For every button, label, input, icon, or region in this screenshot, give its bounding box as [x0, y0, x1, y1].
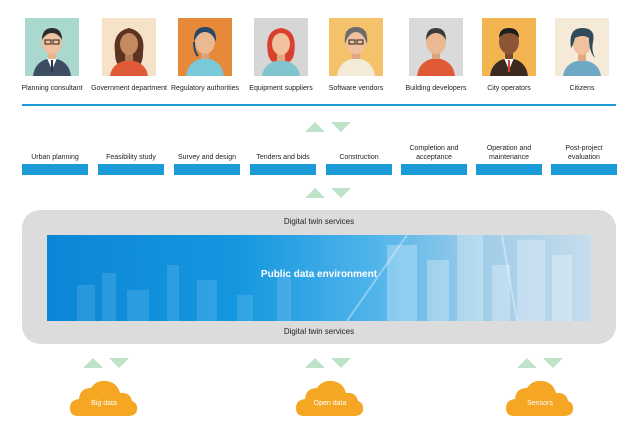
- stakeholder-government-department: Government department: [91, 18, 167, 93]
- arrow-up-icon: [517, 358, 537, 368]
- city-operators-avatar-icon: [482, 18, 536, 76]
- public-data-environment-title: Public data environment: [260, 269, 378, 280]
- services-bottom-label: Digital twin services: [283, 327, 355, 336]
- phase-post-project-evaluation: Post-project evaluation: [551, 142, 617, 175]
- planning-consultant-avatar-icon: [25, 18, 79, 76]
- phase-bar: [401, 164, 467, 175]
- citizens-avatar-icon: [555, 18, 609, 76]
- arrow-up-icon: [83, 358, 103, 368]
- flow-arrows-middle: [305, 186, 353, 198]
- phase-urban-planning: Urban planning: [22, 142, 88, 175]
- phase-tenders-and-bids: Tenders and bids: [250, 142, 316, 175]
- stakeholder-label: Building developers: [405, 85, 467, 92]
- phase-label: Tenders and bids: [256, 154, 310, 161]
- stakeholder-citizens: Citizens: [544, 18, 620, 93]
- stakeholder-equipment-suppliers: Equipment suppliers: [243, 18, 319, 93]
- arrow-down-icon: [109, 358, 129, 368]
- phase-label: Post-project evaluation: [565, 145, 603, 161]
- public-data-environment: Public data environment: [47, 235, 591, 321]
- big-data-cloud: Big data: [70, 378, 138, 418]
- flow-arrows-big-data: [83, 356, 131, 368]
- phase-bar: [476, 164, 542, 175]
- stakeholder-label: Equipment suppliers: [249, 85, 313, 92]
- stakeholder-label: Software vendors: [328, 85, 384, 92]
- cloud-icon: [506, 380, 574, 416]
- phase-bar: [551, 164, 617, 175]
- city-aerial-image: [77, 235, 572, 321]
- phase-label: Survey and design: [178, 154, 236, 161]
- stakeholder-building-developers: Building developers: [398, 18, 474, 93]
- arrow-up-icon: [305, 188, 325, 198]
- software-vendors-avatar-icon: [329, 18, 383, 76]
- big-data-label: Big data: [91, 400, 117, 407]
- flow-arrows-open-data: [305, 356, 353, 368]
- equipment-suppliers-avatar-icon: [254, 18, 308, 76]
- open-data-cloud: Open data: [296, 378, 364, 418]
- cloud-icon: [296, 380, 364, 416]
- services-top-label: Digital twin services: [283, 217, 355, 226]
- stakeholder-city-operators: City operators: [471, 18, 547, 93]
- stakeholder-label: Citizens: [569, 85, 595, 92]
- phase-bar: [98, 164, 164, 175]
- phase-label: Completion and acceptance: [409, 145, 459, 161]
- cloud-icon: [70, 380, 138, 416]
- stakeholder-planning-consultant: Planning consultant: [14, 18, 90, 93]
- stakeholder-label: Government department: [91, 85, 167, 92]
- sensors-label: Sensors: [527, 400, 553, 407]
- arrow-up-icon: [305, 358, 325, 368]
- phase-construction: Construction: [326, 142, 392, 175]
- stakeholders-divider: [22, 104, 616, 106]
- building-developers-avatar-icon: [409, 18, 463, 76]
- stakeholder-software-vendors: Software vendors: [318, 18, 394, 93]
- arrow-down-icon: [331, 358, 351, 368]
- phase-feasibility-study: Feasibility study: [98, 142, 164, 175]
- arrow-down-icon: [543, 358, 563, 368]
- phase-label: Urban planning: [31, 154, 79, 161]
- phase-label: Construction: [339, 154, 379, 161]
- phase-label: Feasibility study: [106, 154, 156, 161]
- arrow-down-icon: [331, 122, 351, 132]
- arrow-down-icon: [331, 188, 351, 198]
- regulatory-authorities-avatar-icon: [178, 18, 232, 76]
- phase-bar: [326, 164, 392, 175]
- government-department-avatar-icon: [102, 18, 156, 76]
- sensors-cloud: Sensors: [506, 378, 574, 418]
- phase-bar: [22, 164, 88, 175]
- stakeholder-label: City operators: [487, 85, 531, 92]
- flow-arrows-top: [305, 120, 353, 132]
- flow-arrows-sensors: [517, 356, 565, 368]
- phase-bar: [174, 164, 240, 175]
- phase-operation-and-maintenance: Operation and maintenance: [476, 142, 542, 175]
- open-data-label: Open data: [313, 400, 347, 407]
- arrow-up-icon: [305, 122, 325, 132]
- stakeholder-label: Regulatory authorities: [170, 85, 240, 92]
- phase-label: Operation and maintenance: [486, 145, 532, 161]
- stakeholder-label: Planning consultant: [21, 85, 83, 92]
- phase-completion-and-acceptance: Completion and acceptance: [401, 142, 467, 175]
- phase-survey-and-design: Survey and design: [174, 142, 240, 175]
- phase-bar: [250, 164, 316, 175]
- stakeholder-regulatory-authorities: Regulatory authorities: [167, 18, 243, 93]
